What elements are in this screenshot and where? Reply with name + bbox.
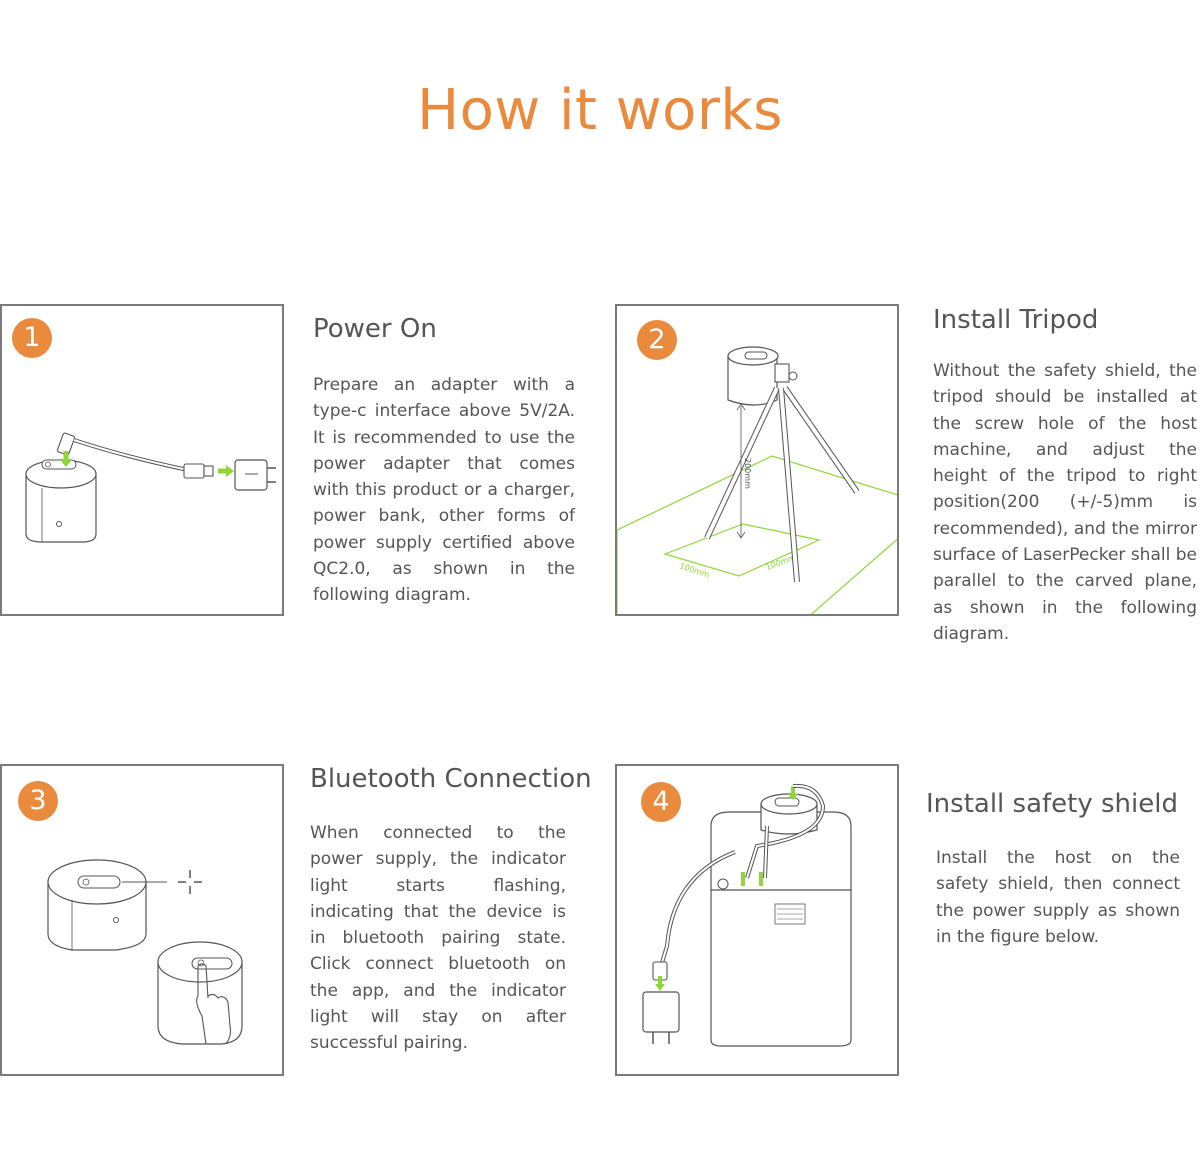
step-1-title: Power On: [313, 314, 437, 344]
step-3-text: When connected to the power supply, the …: [310, 823, 566, 1054]
step-1-illustration: 1: [0, 304, 284, 616]
step-2-text: Without the safety shield, the tripod sh…: [933, 361, 1197, 644]
dim-label-height: 200mm: [743, 458, 752, 489]
tripod-diagram: 100mm 100mm 200mm: [617, 346, 897, 614]
bluetooth-diagram: [47, 859, 243, 1045]
step-1-text: Prepare an adapter with a type-c interfa…: [313, 375, 575, 606]
step-4-illustration: 4: [615, 764, 899, 1076]
step-4-text: Install the host on the safety shield, t…: [936, 848, 1180, 947]
step-3-title: Bluetooth Connection: [310, 764, 592, 794]
power-on-diagram: [25, 432, 276, 543]
step-3-illustration: 3: [0, 764, 284, 1076]
dim-label-left: 100mm: [678, 561, 710, 579]
page-title: How it works: [417, 78, 783, 143]
step-2-title: Install Tripod: [933, 305, 1099, 335]
step-3-badge: 3: [18, 781, 58, 821]
step-2-badge: 2: [637, 320, 677, 360]
step-1-badge: 1: [12, 318, 52, 358]
step-4-title: Install safety shield: [926, 789, 1178, 819]
safety-shield-diagram: [642, 783, 852, 1047]
step-2-illustration: 100mm 100mm 200mm 2: [615, 304, 899, 616]
step-4-badge: 4: [641, 782, 681, 822]
